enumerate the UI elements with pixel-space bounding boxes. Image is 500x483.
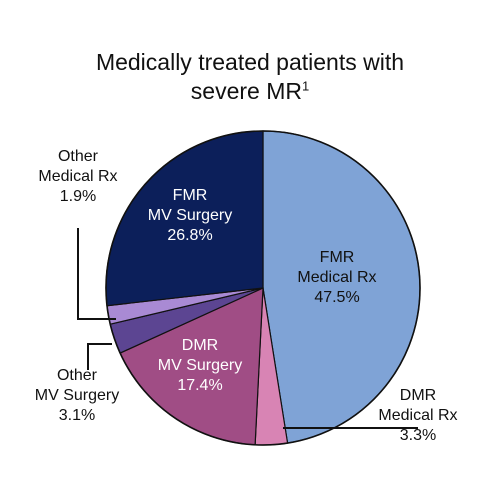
pie-slice-fmr-medical-rx xyxy=(262,130,421,444)
slice-label-line: FMR xyxy=(173,187,208,204)
slice-label-line: MV Surgery xyxy=(158,357,242,374)
slice-label-line: MV Surgery xyxy=(35,387,119,404)
slice-label-line: DMR xyxy=(182,337,218,354)
slice-label-line: 3.1% xyxy=(59,407,95,424)
slice-label-line: Other xyxy=(57,367,98,384)
slice-label-dmr-medical-rx: DMR Medical Rx 3.3% xyxy=(378,387,457,444)
slice-label-line: DMR xyxy=(400,387,436,404)
chart-title-footnote: 1 xyxy=(301,78,310,94)
chart-title-line1: Medically treated patients with xyxy=(95,49,405,75)
slice-label-dmr-mv-surgery: DMR MV Surgery 17.4% xyxy=(158,337,242,394)
slice-label-line: 3.3% xyxy=(400,427,436,444)
chart-title-line2: severe MR1 xyxy=(0,77,500,106)
slice-label-line: FMR xyxy=(320,249,355,266)
slice-label-line: MV Surgery xyxy=(148,207,232,224)
slice-label-line: 1.9% xyxy=(60,188,96,205)
slice-label-other-mv-surgery: Other MV Surgery 3.1% xyxy=(35,367,119,424)
leader-line-other-medical-rx xyxy=(77,228,116,320)
slice-label-line: Medical Rx xyxy=(378,407,457,424)
slice-label-line: 17.4% xyxy=(177,377,222,394)
slice-label-line: 26.8% xyxy=(167,227,212,244)
slice-label-line: Medical Rx xyxy=(297,269,376,286)
slice-label-line: Other xyxy=(58,148,99,165)
slice-label-fmr-medical-rx: FMR Medical Rx 47.5% xyxy=(297,249,376,306)
pie-slices xyxy=(105,130,421,446)
slice-label-line: Medical Rx xyxy=(38,168,117,185)
chart-title-line2-text: severe MR xyxy=(190,77,302,104)
slice-label-fmr-mv-surgery: FMR MV Surgery 26.8% xyxy=(148,187,232,244)
pie-outline xyxy=(105,130,421,446)
leader-line-other-mv-surgery xyxy=(87,343,112,370)
chart-title: Medically treated patients with severe M… xyxy=(0,48,500,106)
slice-label-line: 47.5% xyxy=(314,289,359,306)
